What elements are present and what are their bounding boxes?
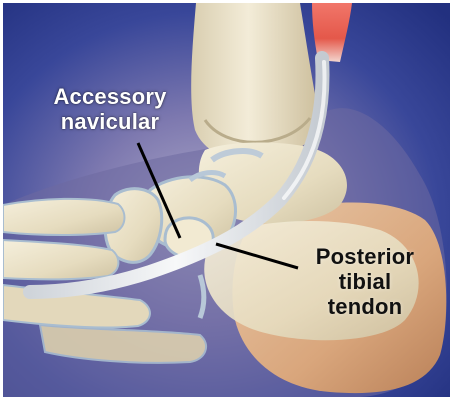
accessory-navicular-label-line2: navicular bbox=[40, 109, 180, 134]
posterior-tibial-tendon-label: Posterior tibial tendon bbox=[300, 244, 430, 319]
posterior-tibial-tendon-label-line2: tibial bbox=[300, 269, 430, 294]
tibia-bone bbox=[191, 3, 318, 161]
accessory-navicular-label: Accessory navicular bbox=[40, 84, 180, 134]
posterior-tibial-tendon-label-line3: tendon bbox=[300, 294, 430, 319]
accessory-navicular-label-line1: Accessory bbox=[40, 84, 180, 109]
posterior-tibial-tendon-label-line1: Posterior bbox=[300, 244, 430, 269]
metatarsal-bone-1 bbox=[3, 199, 124, 235]
